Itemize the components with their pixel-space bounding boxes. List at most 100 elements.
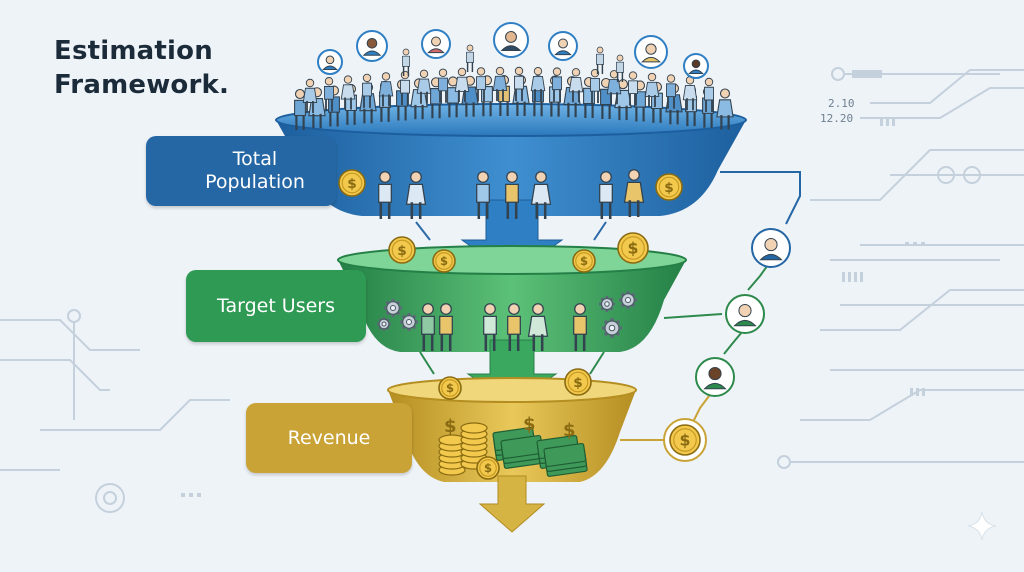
- person-icon: [573, 303, 587, 351]
- svg-text:$: $: [580, 254, 588, 268]
- stage-label-line-1: Total: [232, 148, 278, 170]
- person-icon: [402, 48, 410, 77]
- avatar-icon: [634, 35, 668, 69]
- person-icon: [476, 67, 486, 102]
- person-icon: [599, 171, 613, 219]
- person-icon: [378, 72, 394, 107]
- person-icon: [628, 71, 638, 106]
- person-icon: [438, 68, 448, 103]
- right-flow-avatars: $: [663, 228, 791, 462]
- svg-text:$: $: [397, 243, 407, 259]
- decor-code: 2.10: [828, 97, 855, 110]
- dollar-coin-icon: $: [432, 249, 456, 273]
- population-avatars: [317, 22, 709, 83]
- gear-icon: [599, 296, 615, 312]
- stage-label-target-users: Target Users: [186, 270, 366, 342]
- dollar-sign-icon: $: [523, 414, 536, 435]
- stage-label-total-population: Total Population: [146, 136, 336, 206]
- svg-text:$: $: [347, 176, 357, 192]
- stage-connectors-green: [419, 351, 605, 375]
- avatar-icon: [421, 29, 451, 59]
- person-icon: [362, 73, 372, 108]
- person-icon: [530, 66, 546, 102]
- person-icon: [466, 44, 474, 73]
- person-icon: [716, 88, 734, 130]
- right-flow-chain: [620, 171, 801, 441]
- person-icon: [476, 171, 490, 219]
- person-icon: [514, 66, 524, 102]
- title-line-1: Estimation: [54, 36, 213, 66]
- decor-code: 12.20: [820, 112, 854, 125]
- person-icon: [568, 68, 584, 103]
- person-icon: [623, 169, 645, 217]
- title-line-2: Framework.: [54, 70, 230, 100]
- avatar-icon: [683, 53, 709, 79]
- person-icon: [340, 75, 356, 110]
- dollar-coin-icon: $: [338, 169, 366, 197]
- dollar-sign-icon: $: [563, 420, 576, 441]
- avatar-icon: [751, 228, 791, 268]
- person-icon: [416, 69, 432, 104]
- svg-text:$: $: [664, 180, 674, 196]
- person-icon: [505, 171, 519, 219]
- person-icon: [590, 68, 600, 104]
- dollar-coin-icon: $: [564, 368, 592, 396]
- funnel-contents: $ $ $ $ $ $ $ $ $ $ $ $: [338, 169, 683, 480]
- gear-icon: [619, 291, 637, 309]
- cash-stack-icon: [492, 426, 588, 477]
- gear-icon: [384, 299, 402, 317]
- person-icon: [400, 70, 410, 106]
- person-icon: [616, 54, 624, 83]
- person-icon: [405, 171, 427, 219]
- person-icon: [421, 303, 435, 351]
- person-icon: [294, 88, 306, 131]
- person-icon: [527, 303, 549, 351]
- dollar-coin-icon: $: [388, 236, 416, 264]
- person-icon: [324, 77, 334, 112]
- person-icon: [483, 303, 497, 351]
- svg-text:$: $: [680, 431, 691, 450]
- dollar-coin-icon: $: [617, 232, 649, 264]
- person-icon: [302, 78, 318, 113]
- stage-label-line-1: Revenue: [287, 426, 371, 449]
- avatar-icon: [356, 30, 388, 62]
- person-icon: [439, 303, 453, 351]
- person-icon: [682, 76, 698, 111]
- person-icon: [644, 72, 660, 108]
- avatar-icon: [317, 49, 343, 75]
- dollar-coin-icon: $: [669, 424, 701, 456]
- population-crowd: [294, 66, 734, 131]
- svg-text:$: $: [628, 239, 639, 258]
- dollar-coin-icon: $: [655, 173, 683, 201]
- page-title: Estimation Framework.: [54, 34, 229, 102]
- person-icon: [378, 171, 392, 219]
- dollar-coin-icon: $: [438, 376, 462, 400]
- person-icon: [614, 79, 632, 121]
- person-icon: [492, 66, 508, 102]
- dollar-coin-icon: $: [476, 456, 500, 480]
- avatar-icon: [695, 357, 735, 397]
- stage-label-revenue: Revenue: [246, 403, 412, 473]
- person-icon: [552, 67, 562, 102]
- dollar-coin-icon: $: [572, 249, 596, 273]
- person-icon: [704, 77, 714, 112]
- stage-label-line-1: Target Users: [216, 294, 336, 317]
- dollar-sign-icon: $: [444, 416, 457, 437]
- svg-text:$: $: [484, 461, 492, 475]
- svg-text:$: $: [573, 375, 583, 391]
- sparkle-icon: [967, 511, 997, 541]
- down-arrow-icon: [478, 475, 546, 533]
- gear-icon: [602, 318, 622, 338]
- person-icon: [530, 171, 552, 219]
- person-icon: [507, 303, 521, 351]
- circuit-decoration: [0, 67, 1024, 513]
- circuit-dots: [181, 118, 925, 497]
- person-icon: [596, 46, 604, 75]
- gear-icon: [400, 313, 418, 331]
- svg-text:$: $: [440, 254, 448, 268]
- avatar-icon: [725, 294, 765, 334]
- person-icon: [454, 67, 470, 102]
- avatar-icon: [493, 22, 529, 58]
